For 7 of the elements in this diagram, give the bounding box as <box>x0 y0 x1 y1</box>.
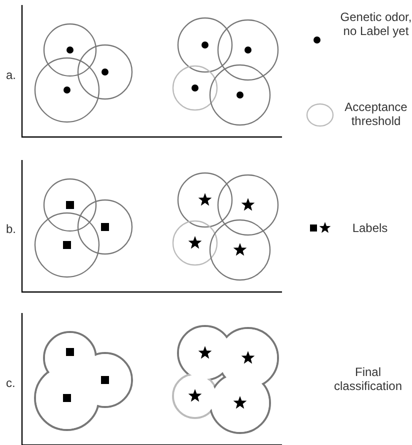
panel-letter: c. <box>6 376 16 390</box>
legend-label: Labels <box>351 221 389 235</box>
legend-label: Acceptance threshold <box>344 100 408 128</box>
panel-letter: b. <box>6 222 16 236</box>
panel-letter: a. <box>6 68 16 82</box>
panel-caption: Final classification <box>332 365 404 393</box>
legend-label: Genetic odor, no Label yet <box>340 10 412 38</box>
